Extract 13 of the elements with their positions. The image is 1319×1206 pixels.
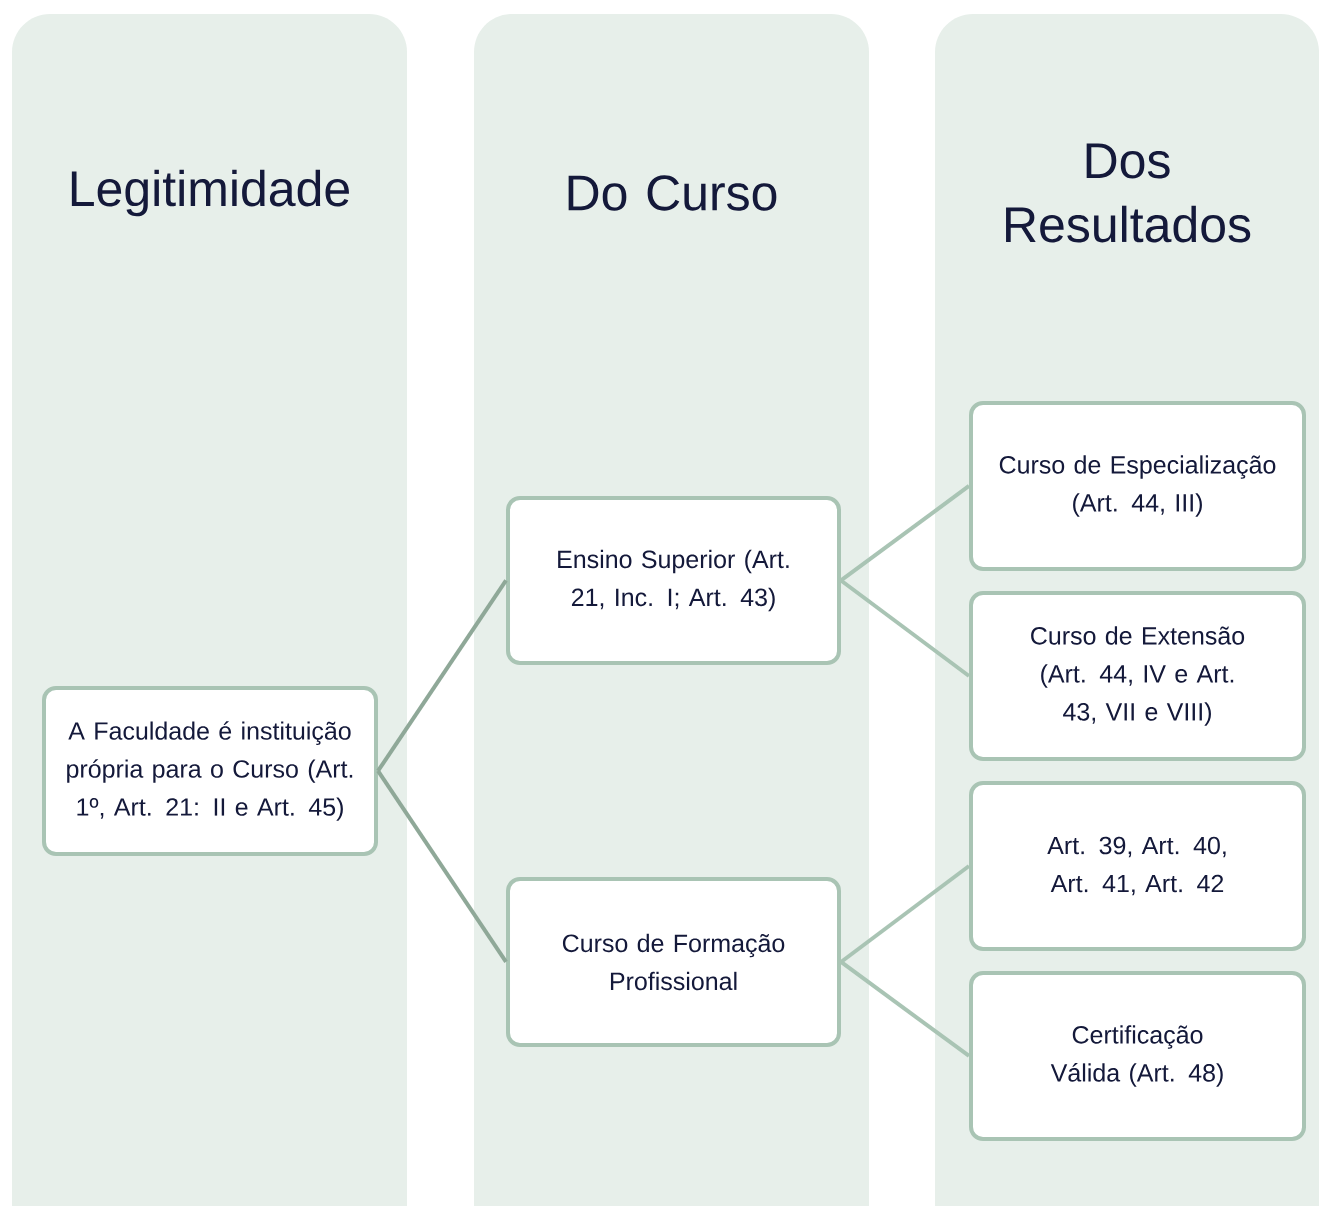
text-box: Curso de Especialização (Art. 44, III) <box>969 401 1306 571</box>
connector-line <box>839 960 971 1058</box>
connector-line <box>839 484 971 583</box>
text-box: Curso de Formação Profissional <box>506 877 841 1047</box>
text-box: Ensino Superior (Art. 21, Inc. I; Art. 43) <box>506 496 841 665</box>
connector-line <box>376 769 508 964</box>
connector-line <box>376 579 508 773</box>
text-box: Curso de Extensão (Art. 44, IV e Art. 43, VII e VIII) <box>969 591 1306 761</box>
text-box: Art. 39, Art. 40, Art. 41, Art. 42 <box>969 781 1306 951</box>
text-box: Certificação Válida (Art. 48) <box>969 971 1306 1141</box>
text-box: A Faculdade é instituição própria para o Curso (Art. 1º, Art. 21: II e Art. 45) <box>42 686 378 856</box>
connector-line <box>839 578 971 678</box>
connector-line <box>839 864 971 964</box>
